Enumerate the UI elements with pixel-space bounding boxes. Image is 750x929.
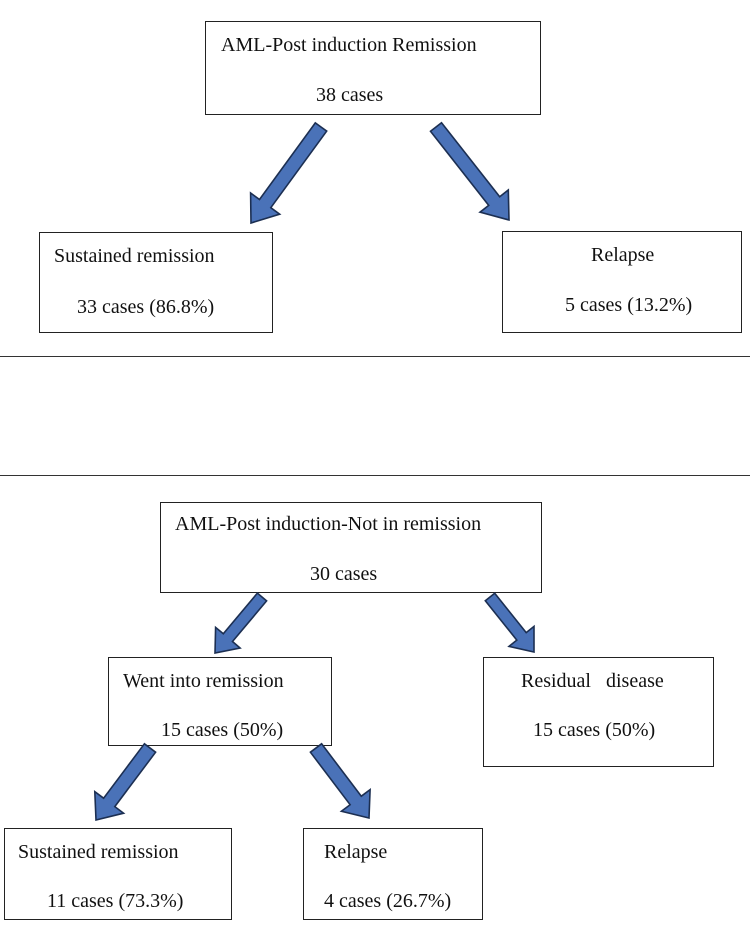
bottom-right-count: 15 cases (50%) (533, 719, 656, 741)
top-root-title: AML-Post induction Remission (221, 34, 477, 56)
bottom-left-box: Went into remission 15 cases (50%) (108, 657, 332, 746)
top-left-box: Sustained remission 33 cases (86.8%) (39, 232, 273, 333)
arrow-went-remission-to-sustained-icon (93, 742, 157, 822)
top-left-count: 33 cases (86.8%) (77, 296, 215, 318)
bottom-left-left-title: Sustained remission (18, 841, 179, 863)
top-right-box: Relapse 5 cases (13.2%) (502, 231, 742, 333)
arrow-bottom-root-to-right-icon (484, 592, 535, 653)
arrow-top-to-left-icon (249, 121, 328, 225)
bottom-left-left-count: 11 cases (73.3%) (47, 890, 184, 912)
bottom-root-title: AML-Post induction-Not in remission (175, 513, 482, 535)
arrow-top-to-right-icon (429, 121, 510, 222)
top-root-count: 38 cases (316, 84, 384, 106)
top-right-title: Relapse (591, 244, 655, 266)
top-left-title: Sustained remission (54, 245, 215, 267)
bottom-left-right-title: Relapse (324, 841, 388, 863)
bottom-root-box: AML-Post induction-Not in remission 30 c… (160, 502, 542, 593)
bottom-left-right-count: 4 cases (26.7%) (324, 890, 452, 912)
bottom-left-title: Went into remission (123, 670, 284, 692)
arrow-bottom-root-to-left-icon (214, 591, 268, 654)
bottom-root-count: 30 cases (310, 563, 378, 585)
top-root-box: AML-Post induction Remission 38 cases (205, 21, 541, 115)
divider-top (0, 356, 750, 357)
divider-bottom (0, 475, 750, 476)
bottom-right-title: Residual disease (521, 670, 664, 692)
bottom-left-left-box: Sustained remission 11 cases (73.3%) (4, 828, 232, 920)
top-right-count: 5 cases (13.2%) (565, 294, 693, 316)
bottom-left-right-box: Relapse 4 cases (26.7%) (303, 828, 483, 920)
bottom-left-count: 15 cases (50%) (161, 719, 284, 741)
bottom-right-box: Residual disease 15 cases (50%) (483, 657, 714, 767)
arrow-went-remission-to-relapse-icon (309, 742, 371, 820)
